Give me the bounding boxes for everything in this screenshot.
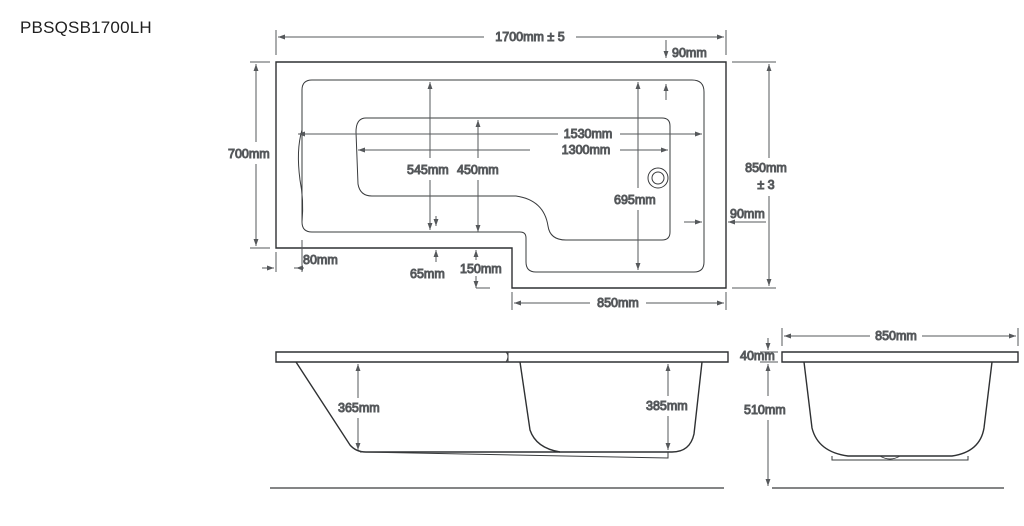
side-rim — [275, 351, 729, 363]
dim-bowl-width-right: 695mm — [614, 193, 656, 207]
waste-outlet — [647, 167, 669, 189]
dim-width-right-2: ± 3 — [757, 178, 774, 192]
side-base — [359, 451, 669, 459]
dim-end-height: 510mm — [744, 403, 786, 417]
plan-head-curve — [297, 129, 304, 223]
end-base — [831, 455, 969, 461]
dim-bowl-width-left: 545mm — [407, 163, 449, 177]
side-rim-join — [505, 351, 509, 363]
dim-rim-top-right: 90mm — [672, 46, 707, 60]
dim-width-left: 700mm — [228, 147, 270, 161]
plan-view — [275, 61, 727, 289]
end-rim — [781, 351, 1019, 363]
dim-inner-length-floor: 1300mm — [562, 143, 611, 157]
dim-shower-end-width: 850mm — [597, 296, 639, 310]
dim-end-rim: 40mm — [740, 349, 775, 363]
model-title: PBSQSB1700LH — [20, 18, 152, 37]
dim-rim-right: 90mm — [730, 207, 765, 221]
dim-floor-width-left: 450mm — [457, 163, 499, 177]
end-view — [772, 351, 1019, 489]
dim-depth-right: 385mm — [646, 399, 688, 413]
dim-rim-left: 80mm — [303, 253, 338, 267]
dim-end-width: 850mm — [875, 329, 917, 343]
side-view — [270, 351, 729, 489]
plan-dimensions: 1700mm ± 5 90mm 700mm 850mm ± 3 1530mm 1… — [228, 30, 788, 311]
waste-outlet-inner — [651, 171, 665, 185]
dim-depth-left: 365mm — [338, 401, 380, 415]
plan-bowl-rim — [301, 79, 705, 273]
side-dimensions: 365mm 385mm — [338, 364, 688, 450]
dim-overall-length: 1700mm ± 5 — [495, 30, 564, 44]
plan-bowl-floor — [355, 117, 671, 241]
side-bath-body-right — [519, 361, 703, 453]
side-bath-body-left — [295, 361, 560, 453]
end-dimensions: 850mm 40mm 510mm — [740, 328, 1019, 486]
dim-inner-length-top: 1530mm — [564, 127, 613, 141]
dim-step-offset: 150mm — [460, 262, 502, 276]
dim-width-right-1: 850mm — [745, 161, 787, 175]
end-bath-body — [803, 361, 993, 457]
dim-rim-bottom: 65mm — [410, 267, 445, 281]
plan-outer-outline — [275, 61, 727, 289]
